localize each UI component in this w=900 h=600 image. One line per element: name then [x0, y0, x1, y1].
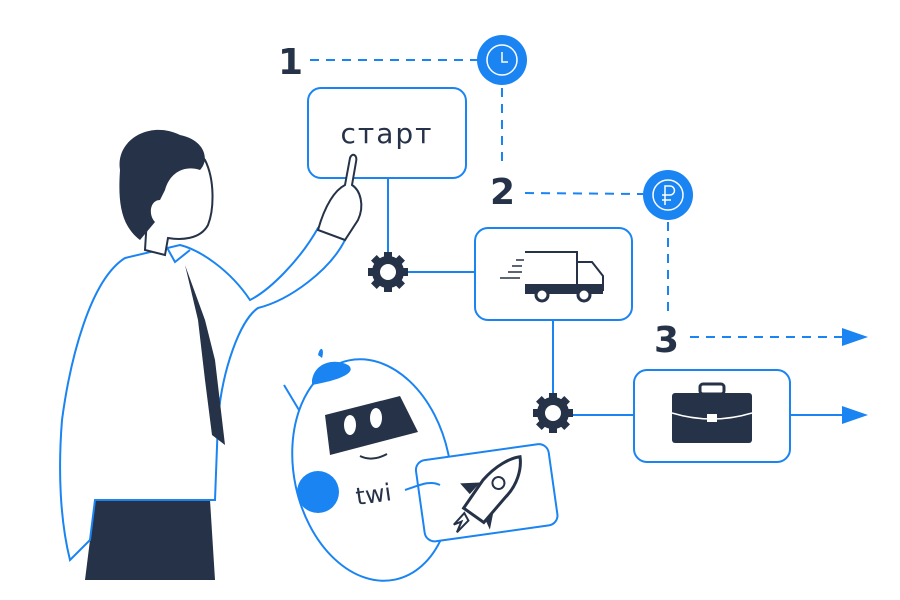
trousers: [85, 500, 215, 580]
step-number-1: 1: [278, 42, 303, 83]
briefcase-icon: [671, 382, 753, 443]
gear-icon: [368, 252, 408, 292]
delivery-box: [474, 227, 633, 321]
clock-icon: [477, 35, 527, 85]
robot-chest-label: twi: [354, 478, 393, 511]
dashed-connector: [524, 192, 644, 195]
ruble-icon: [643, 170, 693, 220]
tie: [185, 265, 225, 445]
rocket-card: [414, 443, 559, 543]
pointing-hand: [316, 153, 363, 242]
rocket-icon: [453, 455, 522, 533]
arrow-head: [842, 406, 868, 424]
hair: [119, 129, 205, 240]
robot-visor: [325, 396, 418, 455]
gear-icon: [533, 393, 573, 433]
robot-ear: [297, 471, 339, 513]
robot-mascot: twi: [283, 348, 559, 582]
start-label: старт: [341, 117, 434, 150]
shirt: [59, 226, 347, 562]
truck-icon: [500, 251, 604, 303]
step-number-3: 3: [654, 320, 679, 361]
step-number-2: 2: [490, 172, 515, 213]
arrow-head: [842, 328, 868, 346]
businessman-figure: [59, 129, 363, 580]
